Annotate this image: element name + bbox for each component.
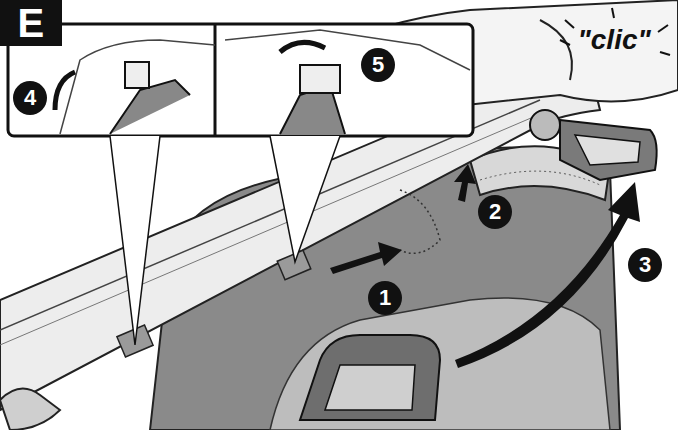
click-burst xyxy=(560,8,670,55)
housing-line xyxy=(540,20,572,80)
callout-number: 2 xyxy=(489,201,501,223)
callout-number: 3 xyxy=(639,254,651,276)
handle-opening xyxy=(575,135,640,165)
direction-arrow xyxy=(330,242,402,274)
direction-arrow xyxy=(455,182,640,368)
inset-detail xyxy=(60,40,215,134)
callout-number: 1 xyxy=(379,287,391,309)
tube-line xyxy=(0,112,545,345)
collar-dots xyxy=(480,171,600,185)
inset-arrow xyxy=(55,72,75,110)
bag-handle xyxy=(560,120,657,180)
detail-inset xyxy=(8,24,473,136)
callout-number: 5 xyxy=(372,54,384,76)
bag-handle xyxy=(300,335,440,420)
sound-text: "clic" xyxy=(578,26,651,54)
handle-ghost xyxy=(400,190,440,253)
callout-circle xyxy=(478,195,512,229)
callout-number: 4 xyxy=(24,87,36,109)
inset-arrow xyxy=(280,42,325,52)
tube-nozzle xyxy=(0,389,60,430)
knob xyxy=(530,110,560,140)
callout-circle xyxy=(628,248,662,282)
section-box xyxy=(0,0,62,46)
direction-arrow xyxy=(454,164,476,202)
bag-panel xyxy=(270,298,610,430)
callout-circle xyxy=(13,81,47,115)
handle-opening xyxy=(325,365,415,410)
inset-detail xyxy=(225,30,470,70)
inset-buckle xyxy=(125,62,149,88)
callout-circle xyxy=(368,281,402,315)
inset-divider xyxy=(214,24,217,136)
section-letter: E xyxy=(18,3,45,43)
callout-circle xyxy=(361,48,395,82)
leader-line xyxy=(110,136,160,345)
inset-buckle xyxy=(300,65,340,93)
leader-line xyxy=(270,136,340,262)
